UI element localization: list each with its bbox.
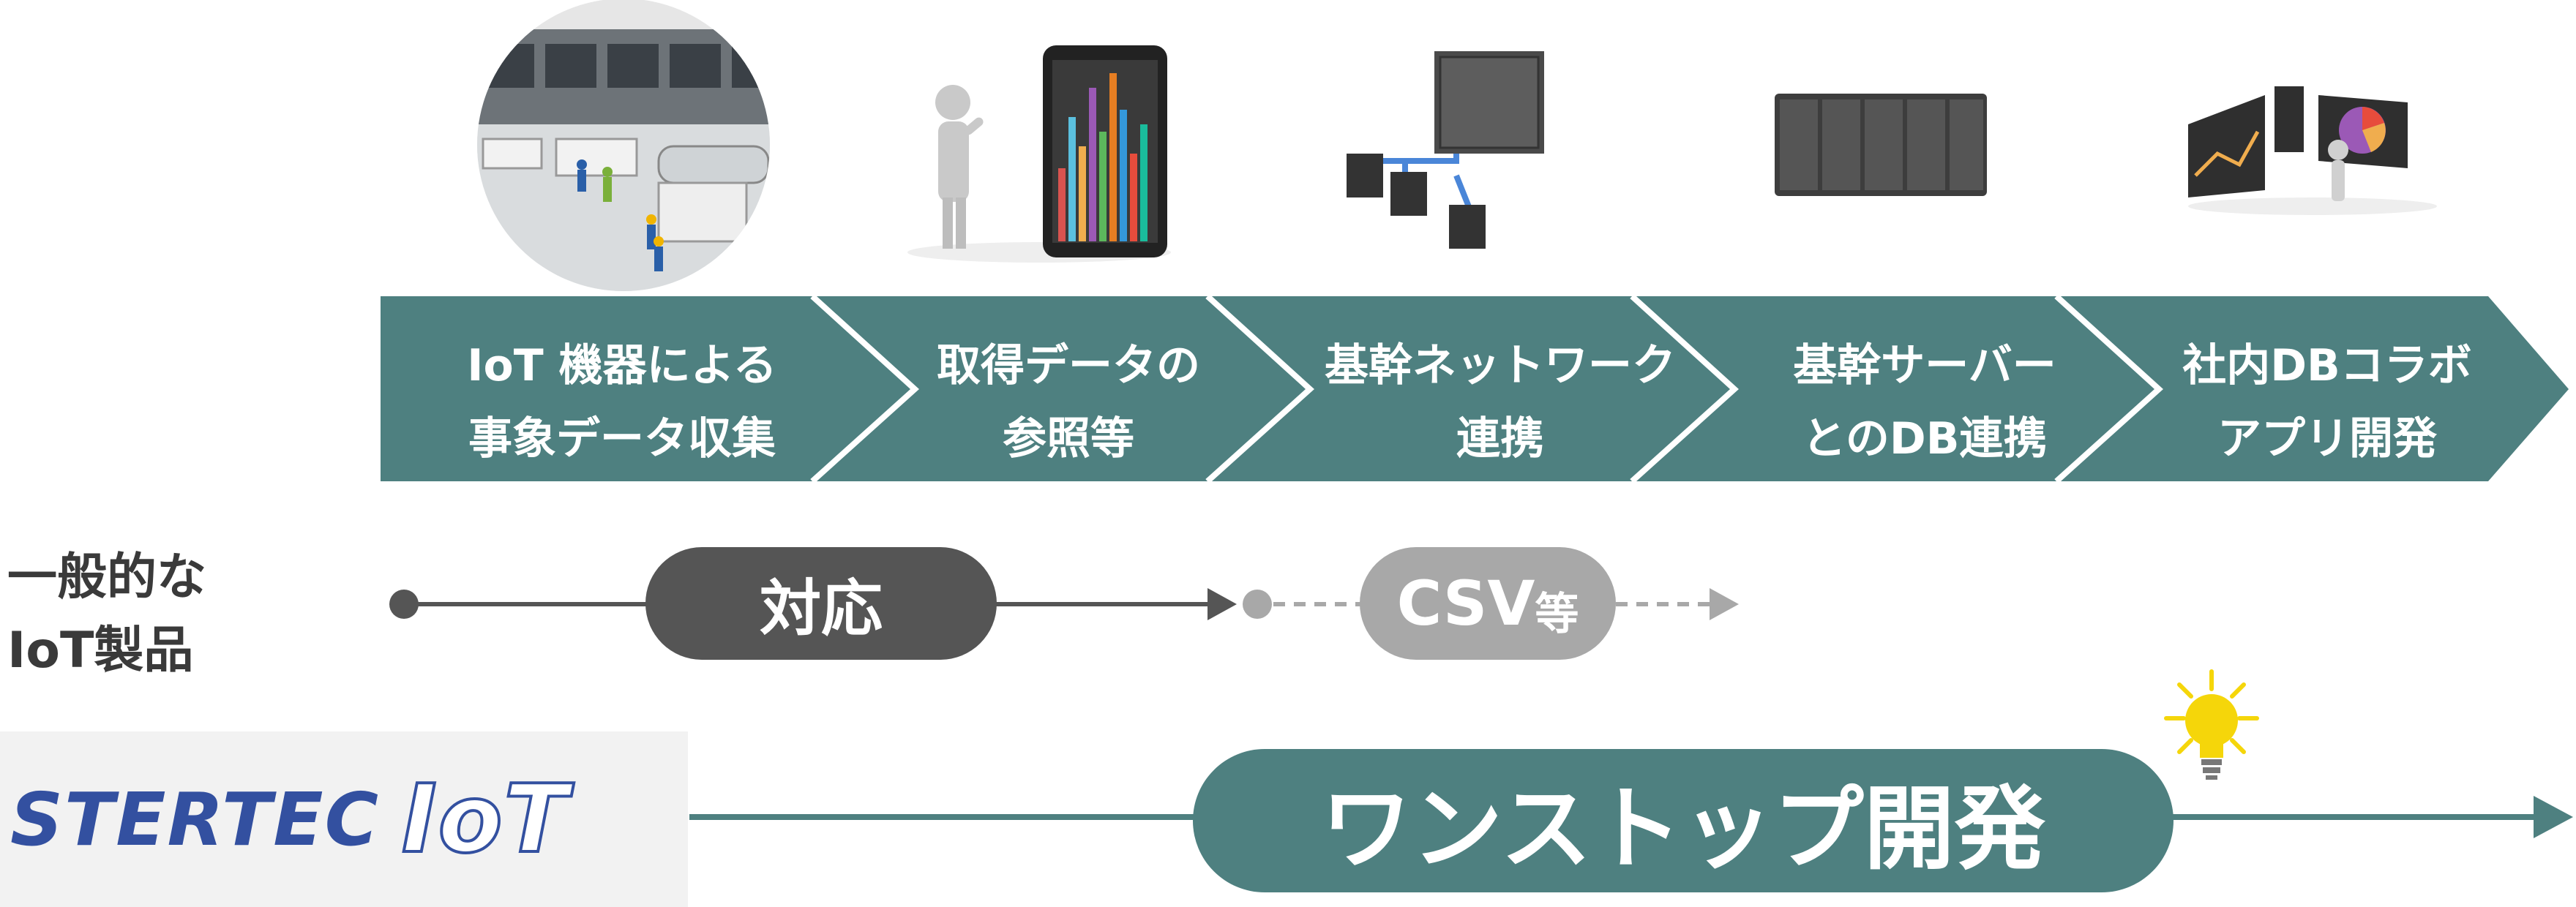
logo-stertec: STERTEC <box>10 776 380 862</box>
step-divider-3 <box>1630 294 1739 483</box>
logo-iot: IoT <box>400 764 569 876</box>
step-divider-2 <box>1205 294 1314 483</box>
step-5-text: 社内DBコラボ アプリ開発 <box>2144 322 2510 483</box>
step-1-line2: 事象データ収集 <box>468 413 776 464</box>
step-4-text: 基幹サーバー とのDB連携 <box>1720 322 2130 483</box>
step-2-line1: 取得データの <box>937 340 1200 391</box>
step-2-text: 取得データの 参照等 <box>864 322 1273 483</box>
general-label-line1: 一般的な <box>7 549 207 606</box>
step-divider-4 <box>2054 294 2163 483</box>
step-5-line2: アプリ開発 <box>2217 413 2437 464</box>
step-3-line2: 連携 <box>1456 413 1544 464</box>
supported-arrowhead <box>1208 588 1237 620</box>
csv-suffix: 等 <box>1535 588 1579 640</box>
csv-start-dot <box>1243 590 1272 619</box>
csv-arrowhead <box>1710 588 1739 620</box>
stertec-logo-box <box>0 731 688 907</box>
flow-band <box>381 296 2569 481</box>
one-stop-development-pill: ワンストップ開発 <box>1193 749 2174 892</box>
step-5-line1: 社内DBコラボ <box>2182 340 2472 391</box>
lightbulb-icon <box>2164 669 2259 780</box>
illustrations-row <box>477 0 2437 291</box>
general-label-line2: IoT製品 <box>7 622 194 680</box>
step-1-text: IoT 機器による 事象データ収集 <box>395 322 849 483</box>
step-4-line1: 基幹サーバー <box>1793 340 2056 391</box>
step-4-line2: とのDB連携 <box>1802 413 2048 464</box>
person-with-dashboard <box>2188 86 2437 215</box>
step-3-text: 基幹ネットワーク 連携 <box>1295 322 1705 483</box>
person-with-tablet-chart <box>907 45 1171 263</box>
step-1-line1: IoT 機器による <box>467 340 777 391</box>
general-iot-product-label: 一般的な IoT製品 <box>7 541 206 688</box>
server-rack <box>1775 94 1987 196</box>
one-stop-arrowhead <box>2534 796 2573 838</box>
network-servers <box>1347 51 1544 249</box>
supported-pill: 対応 <box>645 547 997 660</box>
step-divider-1 <box>810 294 919 483</box>
step-3-line1: 基幹ネットワーク <box>1325 340 1676 391</box>
step-2-line2: 参照等 <box>1003 413 1134 464</box>
csv-label: CSV <box>1396 568 1535 639</box>
